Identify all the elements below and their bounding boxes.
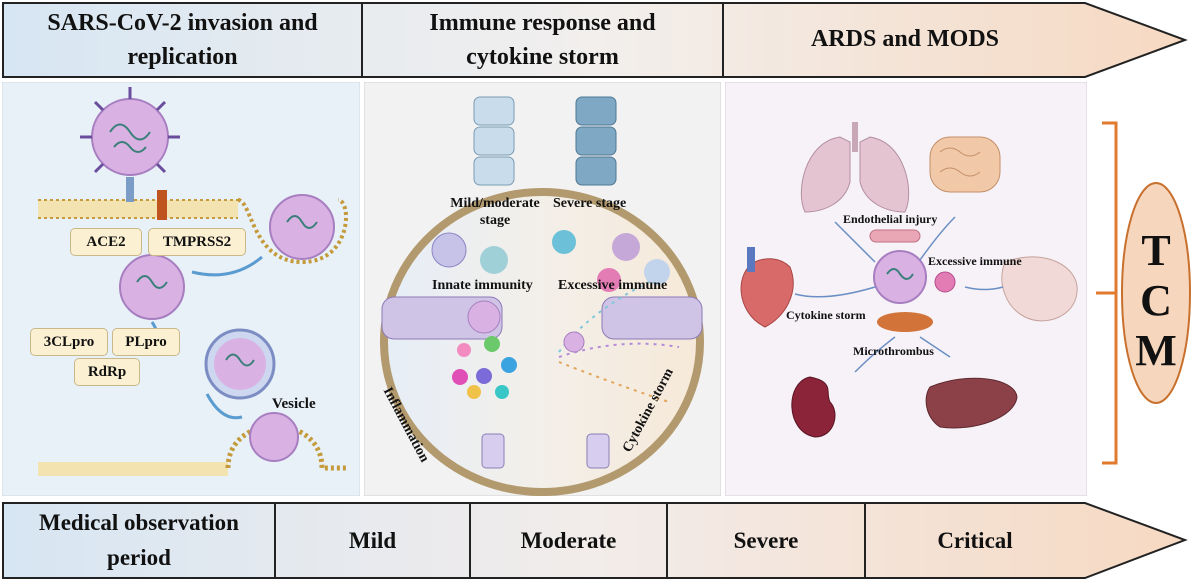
stage-mild: Mild bbox=[348, 528, 397, 553]
intestine-icon bbox=[929, 136, 1001, 193]
header-stage2-line1: Immune response and bbox=[429, 10, 656, 36]
immune-cells bbox=[431, 230, 670, 292]
tcm-letter-t: T bbox=[1141, 226, 1171, 275]
severity-arrow bbox=[2, 502, 1188, 579]
ace2-receptor-icon bbox=[126, 177, 134, 202]
excessive-immune-label-2: Excessive immune bbox=[928, 254, 1022, 268]
brain-icon bbox=[1001, 256, 1078, 322]
microthrombus-icon bbox=[877, 312, 933, 332]
vesicle-virus bbox=[204, 328, 276, 420]
header-arrow bbox=[2, 1, 1188, 78]
tmprss2-label: TMPRSS2 bbox=[148, 228, 246, 256]
header-stage1-line1: SARS-CoV-2 invasion and bbox=[47, 10, 318, 36]
mild-moderate-label-1: Mild/moderate bbox=[450, 196, 540, 211]
tcm-area bbox=[1096, 121, 1191, 465]
cytokine-dots bbox=[452, 281, 680, 403]
virus-particle bbox=[80, 87, 180, 176]
panel-ards bbox=[725, 82, 1087, 496]
header-stage1-line2: replication bbox=[127, 44, 238, 70]
epithelial-cells bbox=[473, 96, 617, 186]
plpro-label: PLpro bbox=[112, 328, 180, 356]
virus-icon bbox=[467, 300, 501, 334]
bracket-icon bbox=[1096, 121, 1118, 465]
stage-moderate: Moderate bbox=[520, 528, 617, 553]
period-label-line1: Medical observation bbox=[39, 510, 239, 535]
period-label-line2: period bbox=[107, 545, 171, 570]
endothelial-injury-label: Endothelial injury bbox=[843, 212, 938, 226]
heart-icon bbox=[740, 247, 794, 328]
panel-invasion bbox=[2, 82, 360, 496]
mild-moderate-label-2: stage bbox=[479, 213, 511, 228]
tmprss2-protein-icon bbox=[157, 190, 167, 220]
virus-entering bbox=[269, 194, 335, 260]
bottom-cell-left bbox=[481, 433, 505, 469]
3clpro-label: 3CLpro bbox=[30, 328, 108, 356]
rdrp-label: RdRp bbox=[74, 358, 140, 386]
arrows bbox=[794, 216, 1004, 373]
tcm-oval bbox=[1121, 182, 1191, 404]
excessive-immune-label: Excessive immune bbox=[558, 278, 668, 293]
header-stage3: ARDS and MODS bbox=[810, 26, 1000, 52]
microthrombus-label: Microthrombus bbox=[853, 344, 934, 358]
header-stage2-line2: cytokine storm bbox=[466, 44, 619, 70]
ace2-label: ACE2 bbox=[70, 228, 142, 256]
tcm-letter-m: M bbox=[1135, 326, 1177, 375]
severe-stage-label: Severe stage bbox=[553, 196, 627, 211]
liver-icon bbox=[925, 377, 1018, 429]
cytokine-storm-label-2: Cytokine storm bbox=[786, 308, 866, 322]
vesicle-label: Vesicle bbox=[272, 396, 316, 412]
central-virus-icon bbox=[873, 250, 956, 304]
stage-critical: Critical bbox=[937, 528, 1013, 553]
stage-severe: Severe bbox=[733, 528, 799, 553]
cell-right bbox=[601, 296, 703, 340]
lungs-icon bbox=[800, 122, 910, 213]
innate-immunity-label: Innate immunity bbox=[432, 278, 533, 293]
cell-membrane bbox=[38, 198, 348, 265]
blood-vessel-icon bbox=[869, 229, 921, 243]
panel-immune bbox=[364, 82, 721, 496]
kidney-icon bbox=[791, 376, 836, 438]
exocytosis-membrane bbox=[38, 412, 347, 476]
tcm-letter-c: C bbox=[1140, 276, 1172, 325]
bottom-cell-right bbox=[586, 433, 610, 469]
